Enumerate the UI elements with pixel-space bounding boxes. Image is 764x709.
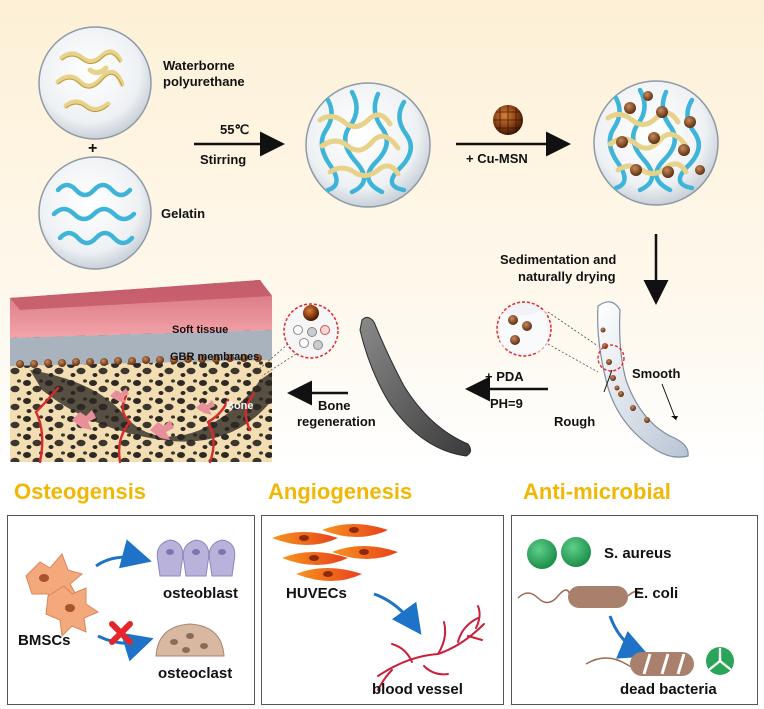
s-aureus-cocci <box>527 537 591 569</box>
label-osteoclast: osteoclast <box>158 665 233 682</box>
composite-sphere <box>593 80 719 206</box>
label-bone-regeneration-1: Bone <box>318 398 351 413</box>
label-blood-vessel: blood vessel <box>372 681 463 698</box>
label-cu-msn: + Cu-MSN <box>466 151 528 166</box>
label-osteoblast: osteoblast <box>163 585 239 602</box>
gbr-membrane-curved <box>597 301 689 458</box>
huvec-cells <box>272 524 398 581</box>
label-ph: PH=9 <box>490 396 523 411</box>
label-pda: + PDA <box>485 369 524 384</box>
panel-angiogenesis: HUVECs blood vessel <box>261 515 504 705</box>
section-title-antimicrobial: Anti-microbial <box>523 479 671 504</box>
label-polyurethane: polyurethane <box>163 74 245 89</box>
section-title-angiogenesis: Angiogenesis <box>268 479 413 504</box>
cu-msn-particle-icon <box>493 105 523 135</box>
arrow-icon <box>608 615 650 659</box>
zoom-rough-surface <box>496 301 599 373</box>
label-waterborne: Waterborne <box>163 58 235 73</box>
e-coli-bacterium <box>517 586 643 608</box>
polyurethane-sphere <box>38 26 152 140</box>
dead-bacterium <box>585 652 694 676</box>
label-naturally-drying: naturally drying <box>518 269 616 284</box>
top-schematic <box>0 0 764 468</box>
arrow-icon <box>97 632 154 662</box>
label-sedimentation: Sedimentation and <box>500 252 617 267</box>
gelatin-sphere <box>38 156 152 270</box>
ion-release-zoom <box>257 303 339 377</box>
panel-osteogensis: osteoblast BMSCs osteoclast <box>7 515 255 705</box>
red-cross-icon <box>109 621 133 645</box>
tissue-block <box>10 280 272 464</box>
osteoclast-cell <box>155 623 225 657</box>
bmscs-cells <box>25 553 100 638</box>
dead-bacteria-icon <box>706 647 734 675</box>
label-gelatin: Gelatin <box>161 206 206 221</box>
label-dead-bacteria: dead bacteria <box>620 681 717 698</box>
panel-antimicrobial: S. aureus E. coli dead bacteria <box>511 515 758 705</box>
label-bone: Bone <box>226 400 254 412</box>
label-e-coli: E. coli <box>634 585 679 602</box>
arrow-icon <box>95 539 152 569</box>
angiogenesis-illustration <box>272 524 485 691</box>
section-title-osteogensis: Osteogensis <box>14 479 147 504</box>
osteoblast-cells <box>156 539 236 577</box>
label-smooth: Smooth <box>632 366 681 381</box>
label-plus: + <box>88 140 98 157</box>
antimicrobial-illustration <box>517 537 734 676</box>
label-soft-tissue: Soft tissue <box>172 324 229 336</box>
osteogensis-illustration <box>25 539 236 662</box>
arrow-icon <box>373 592 422 635</box>
label-temperature: 55℃ <box>220 122 250 137</box>
label-bmscs: BMSCs <box>18 632 71 649</box>
blood-vessel-branches <box>377 605 485 691</box>
label-s-aureus: S. aureus <box>604 545 672 562</box>
label-rough: Rough <box>554 414 596 429</box>
mixed-network-sphere <box>305 82 431 208</box>
label-bone-regeneration-2: regeneration <box>297 414 376 429</box>
label-gbr-membranes: GBR membranes <box>170 351 260 363</box>
pda-coated-membrane <box>359 316 472 457</box>
label-stirring: Stirring <box>200 152 247 167</box>
label-huvecs: HUVECs <box>286 585 347 602</box>
